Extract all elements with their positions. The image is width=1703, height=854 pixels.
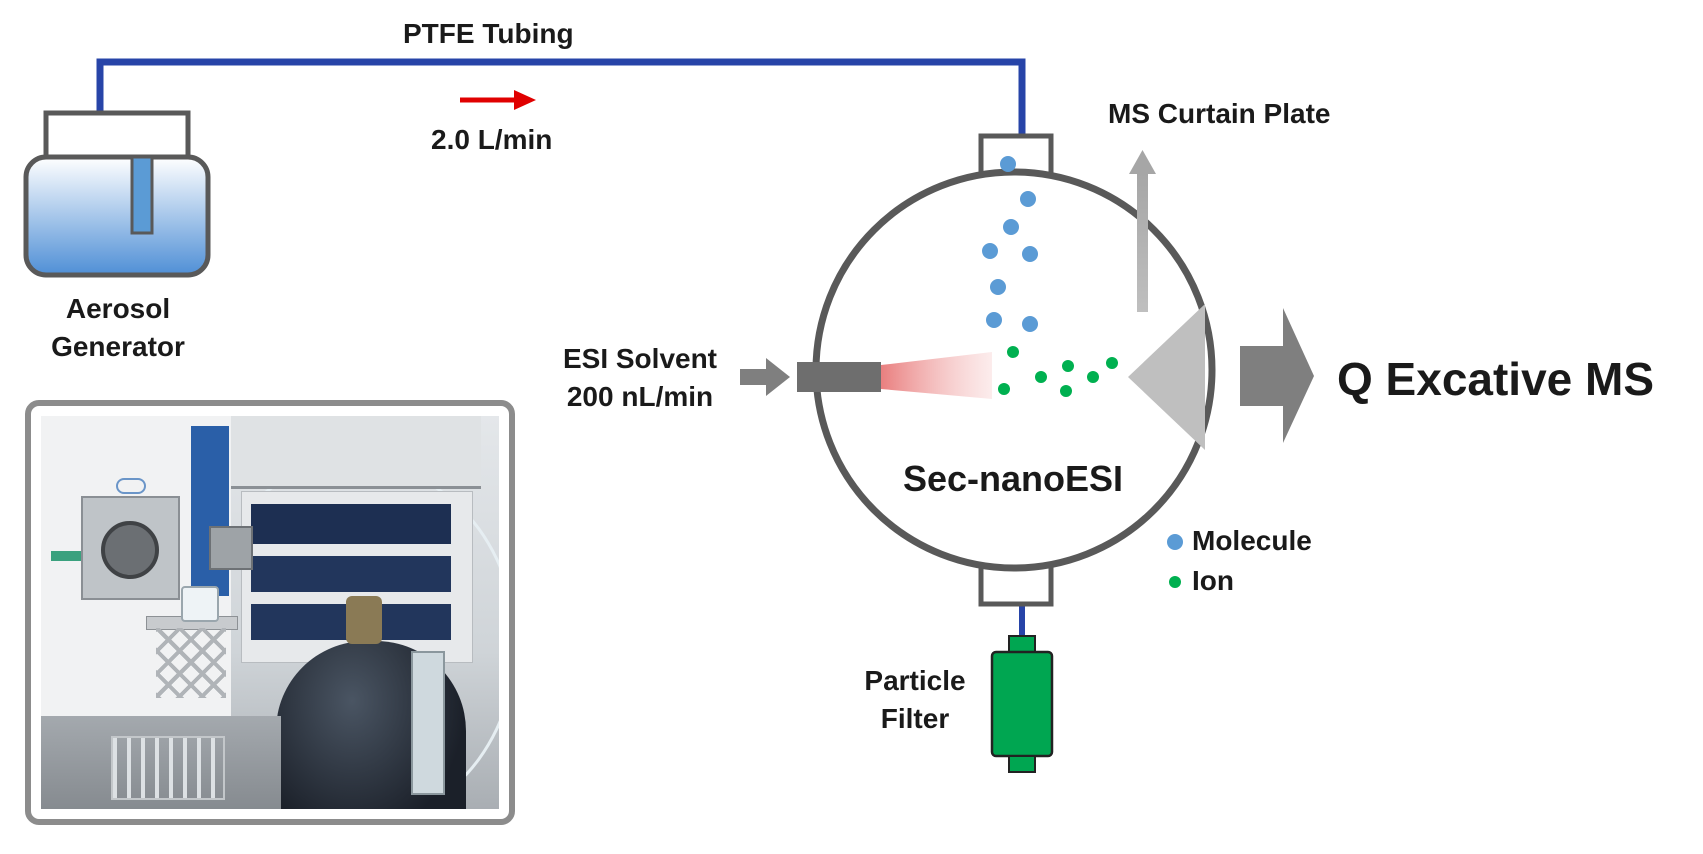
photo-lc-panel2 xyxy=(251,556,451,592)
ion-dot xyxy=(1035,371,1047,383)
ion-dot xyxy=(1062,360,1074,372)
molecule-dot xyxy=(1022,246,1038,262)
legend-ion-marker xyxy=(1169,576,1181,588)
generator-label-line2: Generator xyxy=(51,331,185,362)
filter-bottom-cap xyxy=(1008,755,1036,773)
legend-ion-label: Ion xyxy=(1192,565,1234,596)
ion-dot xyxy=(1060,385,1072,397)
molecules xyxy=(982,156,1038,332)
generator-body xyxy=(23,154,211,278)
tubing-label: PTFE Tubing xyxy=(403,18,574,49)
photo-ms-source-disc xyxy=(101,521,159,579)
curtain-plate-cone xyxy=(1128,304,1205,450)
particle-filter xyxy=(990,635,1054,773)
ion-dot xyxy=(1106,357,1118,369)
curtain-plate-label: MS Curtain Plate xyxy=(1108,98,1331,129)
photo-cylinder-valve xyxy=(346,596,382,644)
legend-molecule-marker xyxy=(1167,534,1183,550)
molecule-dot xyxy=(990,279,1006,295)
photo-rack xyxy=(111,736,225,800)
flow-rate-label: 2.0 L/min xyxy=(431,124,553,155)
esi-emitter xyxy=(797,362,881,392)
source-label: Sec-nanoESI xyxy=(903,458,1124,499)
ions xyxy=(998,346,1118,397)
generator-lid xyxy=(43,110,191,160)
filter-label-line2: Filter xyxy=(880,703,950,734)
setup-photo xyxy=(25,400,515,825)
ms-direction-arrow xyxy=(1240,308,1314,443)
ptfe-tubing xyxy=(96,58,1026,138)
setup-photo-image xyxy=(41,416,499,809)
ion-dot xyxy=(1087,371,1099,383)
generator-label-line1: Aerosol xyxy=(65,293,171,324)
photo-ms-logo xyxy=(116,478,146,494)
ion-dot xyxy=(998,383,1010,395)
molecule-dot xyxy=(1000,156,1016,172)
esi-solvent-arrow xyxy=(740,358,790,396)
aerosol-generator xyxy=(23,110,211,278)
molecule-dot xyxy=(982,243,998,259)
photo-syringe-pump xyxy=(209,526,253,570)
molecule-dot xyxy=(1022,316,1038,332)
curtain-plate-arrow xyxy=(1129,150,1156,312)
generator-tube xyxy=(130,155,154,235)
molecule-dot xyxy=(1003,219,1019,235)
generator-label: Aerosol Generator xyxy=(20,290,216,366)
filter-top-cap xyxy=(1008,635,1036,653)
filter-body xyxy=(990,650,1054,758)
filter-label: Particle Filter xyxy=(846,662,984,738)
esi-solvent-label-line1: ESI Solvent xyxy=(562,343,718,374)
photo-lc-panel1 xyxy=(251,504,451,544)
ms-label: Q Excative MS xyxy=(1337,353,1655,405)
flow-direction-arrow xyxy=(460,90,536,110)
molecule-dot xyxy=(986,312,1002,328)
ion-dot xyxy=(1007,346,1019,358)
photo-shelf xyxy=(231,416,481,489)
legend-molecule-label: Molecule xyxy=(1192,525,1312,556)
esi-solvent-label: ESI Solvent 200 nL/min xyxy=(546,340,734,416)
spray-plume xyxy=(881,352,992,399)
photo-flowmeter xyxy=(411,651,445,795)
filter-label-line1: Particle xyxy=(864,665,966,696)
molecule-dot xyxy=(1020,191,1036,207)
esi-solvent-label-line2: 200 nL/min xyxy=(566,381,714,412)
photo-green-clip xyxy=(51,551,81,561)
